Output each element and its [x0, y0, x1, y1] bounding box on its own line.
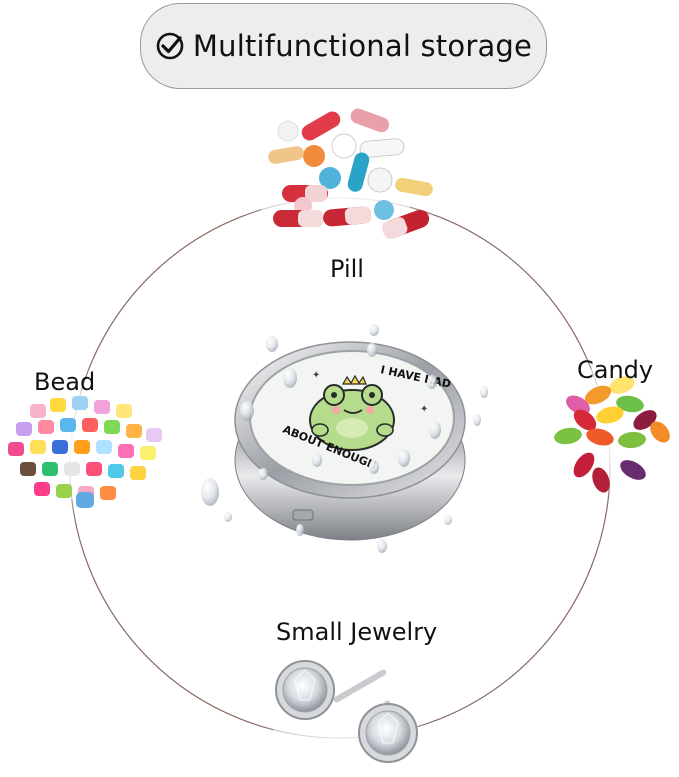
- frog-illustration: [309, 374, 395, 451]
- svg-text:✦: ✦: [420, 404, 428, 415]
- earrings-illustration: [270, 660, 420, 763]
- feature-badge: Multifunctional storage: [140, 3, 547, 89]
- beads-illustration: [5, 390, 165, 508]
- label-candy: Candy: [577, 356, 654, 384]
- water-drops: [201, 324, 488, 553]
- label-pill: Pill: [330, 255, 364, 283]
- svg-text:✦: ✦: [312, 370, 320, 381]
- check-circle-icon: [156, 32, 184, 60]
- label-bead: Bead: [34, 368, 96, 396]
- label-small-jewelry: Small Jewelry: [276, 618, 438, 646]
- jellybeans-illustration: [540, 367, 676, 493]
- pills-illustration: [257, 108, 433, 240]
- badge-title: Multifunctional storage: [192, 29, 533, 63]
- pill-box-product: I HAVE HAD ABOUT ENOUGH ✦ ✦: [201, 324, 488, 553]
